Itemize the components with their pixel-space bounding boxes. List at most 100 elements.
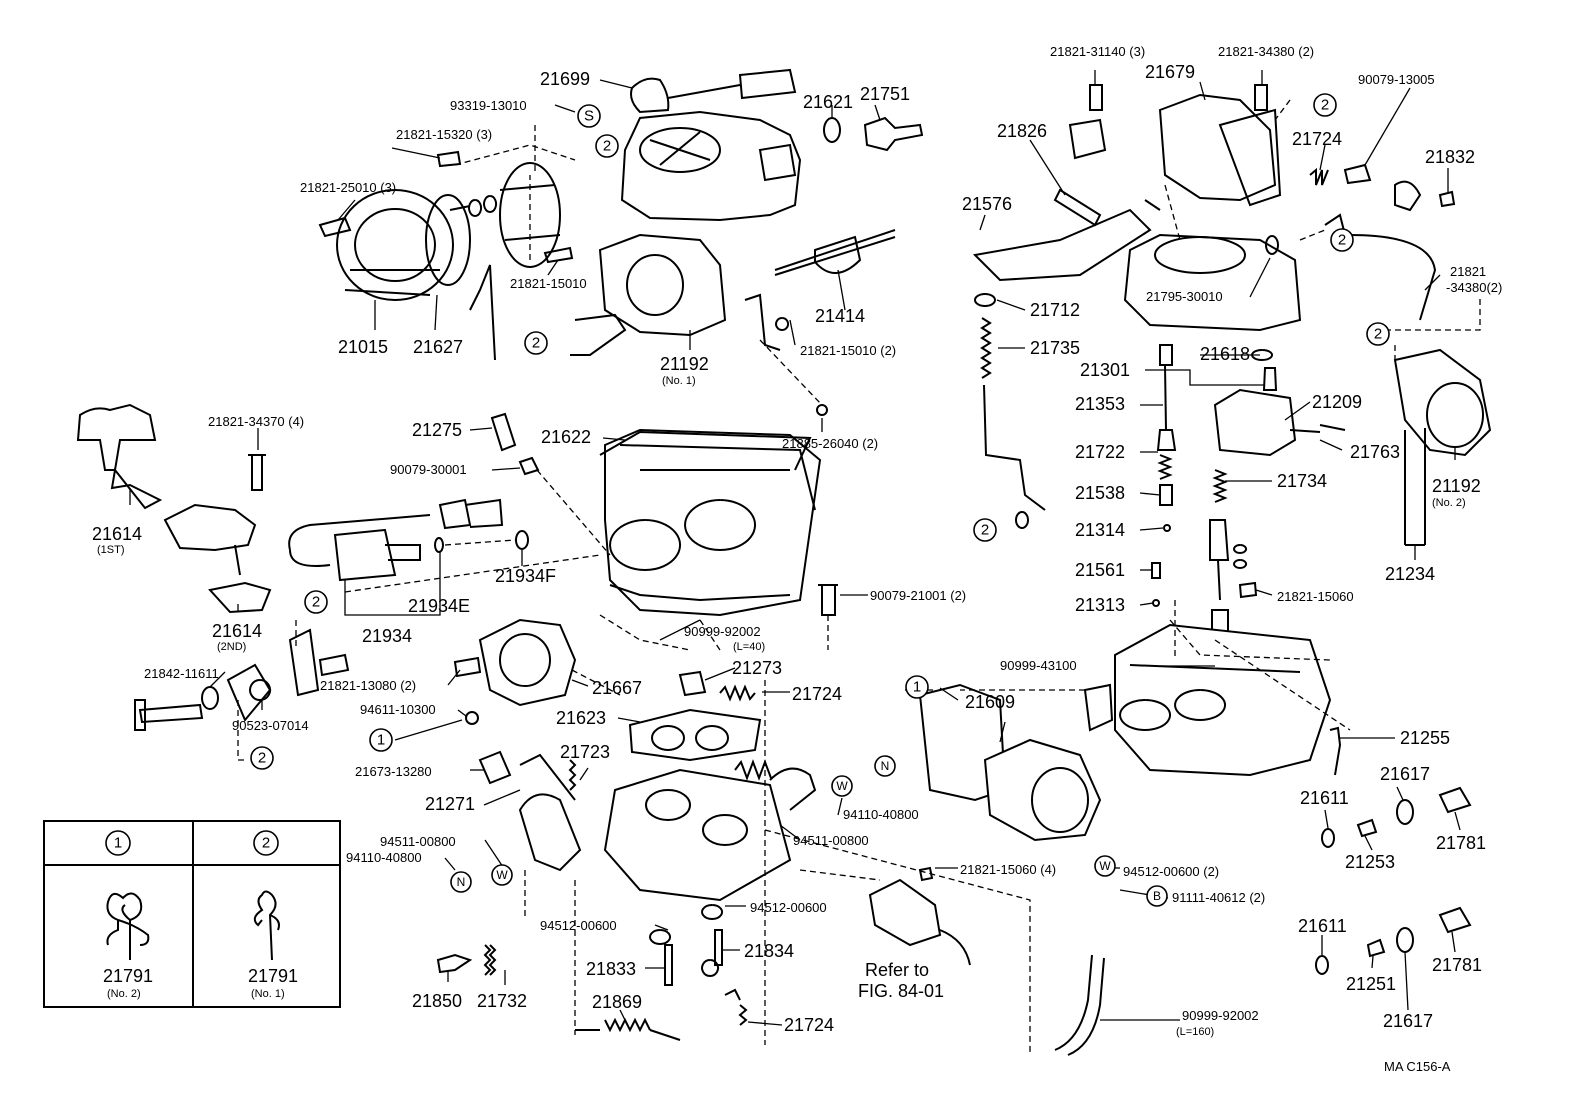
air-horn-sketch bbox=[620, 110, 802, 222]
svg-text:2: 2 bbox=[603, 138, 611, 155]
label-21614-1st: 21614 bbox=[92, 524, 142, 544]
label-21667: 21667 bbox=[592, 678, 642, 698]
label-90999-92002-l160-sub: (L=160) bbox=[1176, 1026, 1214, 1038]
label-21833: 21833 bbox=[586, 959, 636, 979]
label-21192-no1: 21192 bbox=[660, 354, 709, 374]
label-21622: 21622 bbox=[541, 427, 591, 447]
label-21313: 21313 bbox=[1075, 595, 1125, 615]
label-21561: 21561 bbox=[1075, 560, 1125, 580]
label-21673-13280: 21673-13280 bbox=[355, 764, 432, 779]
label-94110-40800-b: 94110-40800 bbox=[843, 807, 919, 822]
callout-b: B bbox=[1146, 885, 1168, 907]
part-sketches bbox=[76, 68, 1492, 1056]
label-refer-to: Refer to bbox=[865, 960, 929, 980]
svg-text:W: W bbox=[1099, 859, 1111, 873]
label-21732: 21732 bbox=[477, 991, 527, 1011]
svg-text:2: 2 bbox=[258, 750, 266, 767]
label-fig-84-01: FIG. 84-01 bbox=[858, 981, 944, 1001]
label-90999-92002-l160: 90999-92002 bbox=[1182, 1008, 1259, 1023]
label-21834: 21834 bbox=[744, 941, 794, 961]
label-21821-34370: 21821-34370 (4) bbox=[208, 414, 304, 429]
label-94511-00800-b: 94511-00800 bbox=[793, 833, 869, 848]
label-21192-no2-sub: (No. 2) bbox=[1432, 497, 1466, 509]
svg-text:2: 2 bbox=[1338, 232, 1346, 249]
label-90079-30001: 90079-30001 bbox=[390, 462, 467, 477]
label-21611-b: 21611 bbox=[1298, 916, 1347, 936]
label-21614-1st-sub: (1ST) bbox=[97, 544, 125, 556]
callout-w-c: W bbox=[1094, 855, 1116, 877]
callout-s: S bbox=[577, 104, 601, 128]
callout-1-a: 1 bbox=[369, 728, 393, 752]
svg-text:1: 1 bbox=[377, 732, 385, 749]
label-21821-25010: 21821-25010 (3) bbox=[300, 180, 396, 195]
svg-text:S: S bbox=[584, 108, 594, 125]
label-21934E: 21934E bbox=[408, 596, 470, 616]
label-21763: 21763 bbox=[1350, 442, 1400, 462]
svg-text:1: 1 bbox=[913, 679, 921, 696]
label-21869: 21869 bbox=[592, 992, 642, 1012]
label-21724-c: 21724 bbox=[1292, 129, 1342, 149]
label-21885-26040: 21885-26040 (2) bbox=[782, 436, 878, 451]
callout-w-b: W bbox=[491, 864, 513, 886]
label-21795-30010: 21795-30010 bbox=[1146, 289, 1223, 304]
svg-text:B: B bbox=[1153, 889, 1161, 903]
label-90999-92002-l40: 90999-92002 bbox=[684, 624, 761, 639]
label-21209: 21209 bbox=[1312, 392, 1362, 412]
label-21275: 21275 bbox=[412, 420, 462, 440]
svg-text:2: 2 bbox=[1321, 97, 1329, 114]
callout-2-e: 2 bbox=[1313, 93, 1337, 117]
callout-2-f: 2 bbox=[1330, 228, 1354, 252]
throttle-body-sketch bbox=[603, 768, 792, 902]
label-90079-21001: 90079-21001 (2) bbox=[870, 588, 966, 603]
label-21627: 21627 bbox=[413, 337, 463, 357]
svg-text:2: 2 bbox=[981, 522, 989, 539]
carburetor-body-sketch bbox=[604, 428, 822, 617]
label-21273: 21273 bbox=[732, 658, 782, 678]
label-90999-92002-l40-sub: (L=40) bbox=[733, 641, 765, 653]
label-91111-40612: 91111-40612 (2) bbox=[1172, 890, 1265, 905]
callout-2-b: 2 bbox=[524, 331, 548, 355]
label-21781-a: 21781 bbox=[1436, 833, 1486, 853]
label-21821-a: 21821 bbox=[1450, 264, 1486, 279]
svg-text:2: 2 bbox=[262, 835, 270, 852]
label-21821-15320: 21821-15320 (3) bbox=[396, 127, 492, 142]
label-21414: 21414 bbox=[815, 306, 865, 326]
callout-w-a: W bbox=[831, 775, 853, 797]
legend-header-2: 2 bbox=[253, 830, 279, 856]
label-21751: 21751 bbox=[860, 84, 910, 104]
label-21192-no2: 21192 bbox=[1432, 476, 1481, 496]
clip-no1-sketch bbox=[253, 890, 280, 961]
label-90999-43100: 90999-43100 bbox=[1000, 658, 1077, 673]
legend-part-no2-sub: (No. 2) bbox=[107, 988, 141, 1000]
label-21821-34380-a: 21821-34380 (2) bbox=[1218, 44, 1314, 59]
label-21611-a: 21611 bbox=[1300, 788, 1349, 808]
label-21724-b: 21724 bbox=[784, 1015, 834, 1035]
callout-symbols: S 2 2 2 2 1 1 2 2 2 2 W N W N W B bbox=[250, 93, 1390, 907]
label-21617-b: 21617 bbox=[1383, 1011, 1433, 1031]
label-21353: 21353 bbox=[1075, 394, 1125, 414]
label-21934F: 21934F bbox=[495, 566, 556, 586]
label-21609: 21609 bbox=[965, 692, 1015, 712]
svg-text:W: W bbox=[496, 868, 508, 882]
label-94512-00600-b: 94512-00600 bbox=[750, 900, 827, 915]
callout-2-h: 2 bbox=[973, 518, 997, 542]
legend-header-1: 1 bbox=[105, 830, 131, 856]
label-21614-2nd-sub: (2ND) bbox=[217, 641, 246, 653]
label-21679: 21679 bbox=[1145, 62, 1195, 82]
label-21617-a: 21617 bbox=[1380, 764, 1430, 784]
label-94511-00800-a: 94511-00800 bbox=[380, 834, 456, 849]
label-21735: 21735 bbox=[1030, 338, 1080, 358]
label-21576: 21576 bbox=[962, 194, 1012, 214]
callout-2-d: 2 bbox=[250, 746, 274, 770]
label-21255: 21255 bbox=[1400, 728, 1450, 748]
assembly-lines bbox=[237, 99, 1481, 1055]
part-labels: 21699 93319-13010 21821-15320 (3) 21821-… bbox=[92, 44, 1502, 1074]
label-21850: 21850 bbox=[412, 991, 462, 1011]
svg-text:N: N bbox=[457, 875, 466, 889]
label-21192-no1-sub: (No. 1) bbox=[662, 375, 696, 387]
label-21015: 21015 bbox=[338, 337, 388, 357]
svg-text:2: 2 bbox=[532, 335, 540, 352]
label-21781-b: 21781 bbox=[1432, 955, 1482, 975]
label-21724-a: 21724 bbox=[792, 684, 842, 704]
label-93319-13010: 93319-13010 bbox=[450, 98, 527, 113]
